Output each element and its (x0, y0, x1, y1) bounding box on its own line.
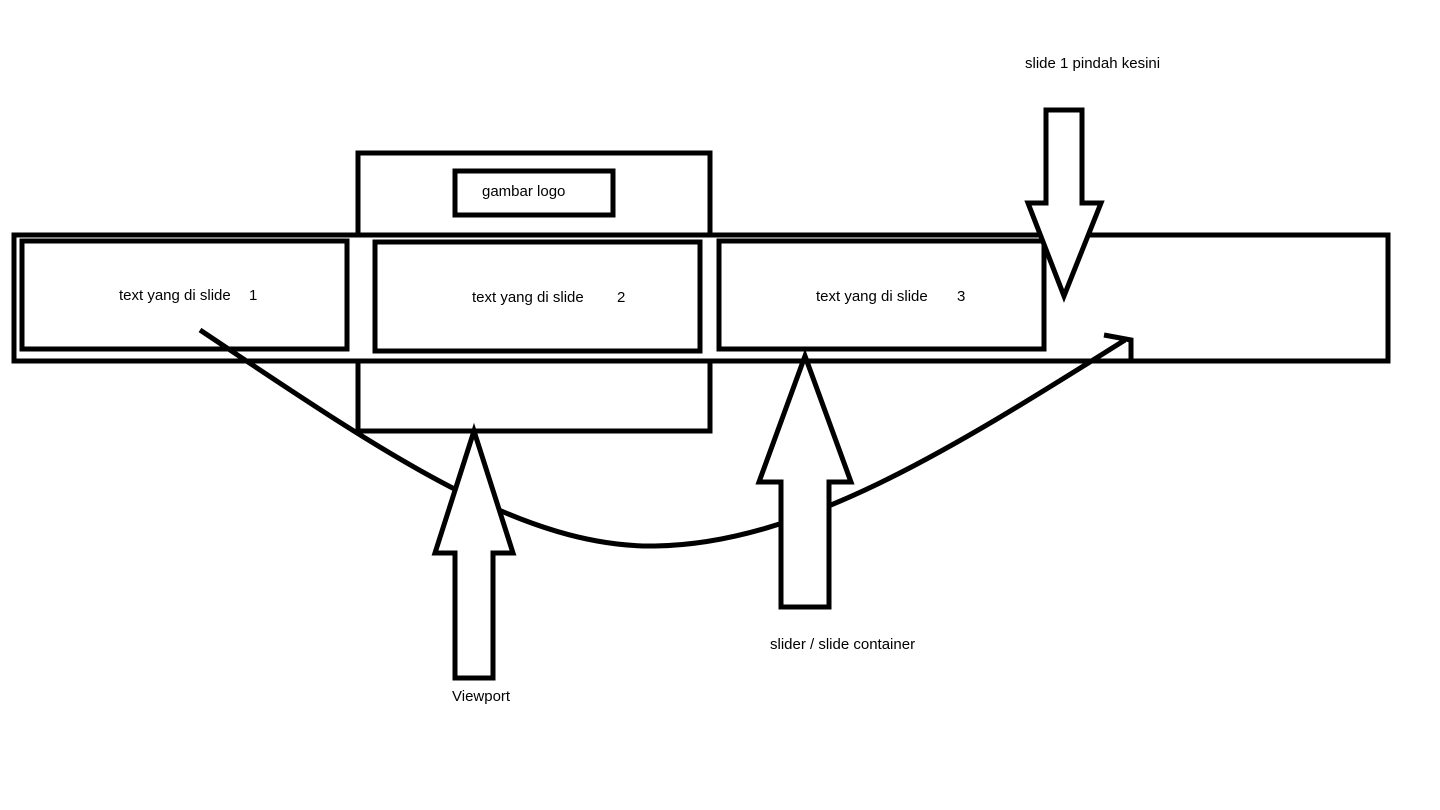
move-target-label: slide 1 pindah kesini (1025, 55, 1160, 72)
slide-3-box (716, 238, 1047, 352)
logo-box (452, 168, 616, 218)
slide-3-label: text yang di slide (816, 288, 928, 305)
slide-1-label: text yang di slide (119, 287, 231, 304)
move-curve-arrowhead (1103, 332, 1134, 360)
slide-1: text yang di slide 1 (19, 238, 350, 352)
slide-3-number: 3 (957, 288, 965, 305)
slide-3: text yang di slide 3 (716, 238, 1047, 352)
slide-2-box (372, 239, 703, 354)
slide-1-number: 1 (249, 287, 257, 304)
slider-up-arrow-icon (755, 348, 855, 610)
move-curve-arrow (198, 327, 1127, 549)
slide-2-number: 2 (617, 289, 625, 306)
logo-label: gambar logo (482, 183, 565, 200)
slide-2: text yang di slide 2 (372, 239, 703, 354)
slider-label: slider / slide container (770, 636, 915, 653)
slide-2-label: text yang di slide (472, 289, 584, 306)
down-arrow-icon (1024, 107, 1105, 303)
viewport-up-arrow-icon (431, 422, 517, 681)
slide-1-box (19, 238, 350, 352)
viewport-label: Viewport (452, 688, 511, 705)
